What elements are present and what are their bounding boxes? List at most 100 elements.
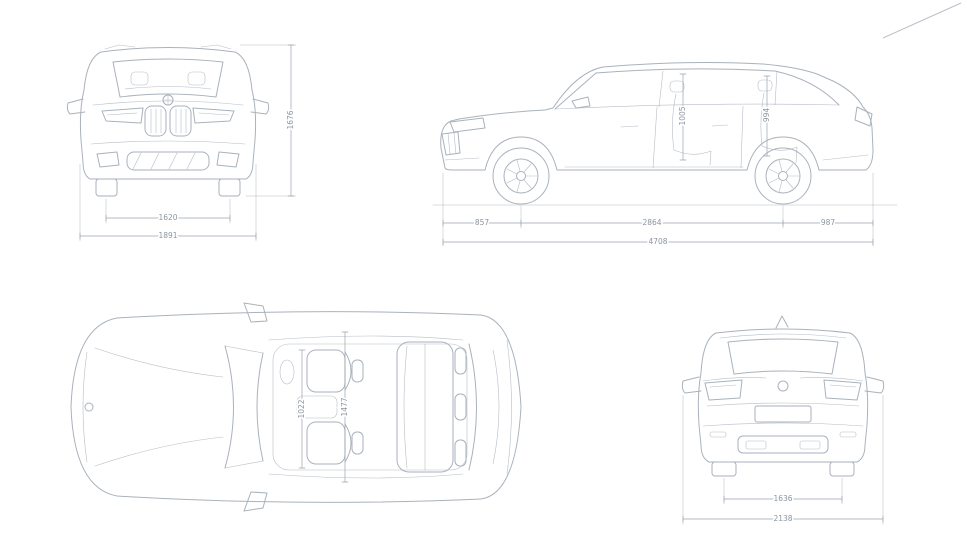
front-view: 1676 1620 1891 bbox=[66, 44, 297, 242]
roof-spoiler-line bbox=[719, 333, 847, 339]
taillight-right bbox=[823, 379, 862, 401]
roof-rail-right bbox=[200, 44, 232, 50]
dim-label-rear-track: 1636 bbox=[773, 494, 792, 503]
taillight-inner-lines bbox=[709, 384, 857, 388]
side-headlight bbox=[449, 117, 486, 133]
windshield-sides bbox=[224, 345, 264, 469]
front-dimensions: 1676 1620 1891 bbox=[79, 44, 297, 242]
tailgate-line bbox=[492, 349, 500, 465]
corner-diagonal-line bbox=[882, 2, 962, 39]
headlight-left-inner bbox=[106, 112, 138, 116]
top-body-outline bbox=[70, 311, 522, 503]
dim-label-front-overhang: 857 bbox=[475, 218, 490, 227]
roof-rail-left bbox=[104, 44, 136, 50]
antenna-fin bbox=[775, 315, 789, 329]
dim-label-track-width: 1620 bbox=[158, 213, 177, 222]
mirror-bottom bbox=[243, 491, 268, 512]
roof-edge-top bbox=[268, 335, 464, 341]
front-windshield bbox=[112, 58, 224, 98]
hood-contour-bottom bbox=[94, 436, 224, 467]
top-car-drawing bbox=[70, 302, 522, 512]
steering-wheel bbox=[279, 359, 295, 385]
side-grille-slats bbox=[447, 132, 457, 155]
roof-edge-bottom bbox=[268, 473, 464, 479]
front-wheel-right bbox=[218, 178, 241, 197]
front-intake-line bbox=[444, 157, 480, 161]
dim-label-rear-headroom: 994 bbox=[762, 108, 771, 123]
exhaust-left bbox=[745, 440, 767, 450]
fog-intake-right bbox=[216, 151, 240, 168]
front-body-outline bbox=[79, 47, 257, 180]
bmw-roundel-icon bbox=[777, 380, 789, 392]
door-handles bbox=[620, 124, 729, 128]
tail-edge bbox=[506, 339, 512, 475]
rear-window bbox=[727, 338, 839, 375]
mirror-left bbox=[66, 98, 86, 115]
dim-label-overall-length: 4708 bbox=[648, 237, 667, 246]
rear-bench bbox=[396, 341, 467, 473]
pillar-door-lines bbox=[652, 70, 778, 169]
glasshouse-top bbox=[554, 68, 840, 110]
rear-wheel-left bbox=[711, 461, 737, 477]
shoulder-lines bbox=[702, 377, 864, 382]
front-wheel bbox=[492, 147, 550, 205]
bumper-line bbox=[90, 140, 246, 145]
rear-car-drawing bbox=[681, 315, 885, 477]
rear-view: 1636 2138 bbox=[681, 315, 885, 525]
side-view: 1005 994 857 2864 987 4708 bbox=[432, 62, 898, 248]
roof-opening bbox=[272, 343, 468, 471]
dim-label-front-interior-width: 1022 bbox=[297, 399, 306, 418]
taillight bbox=[854, 106, 873, 127]
taillight-left bbox=[704, 379, 743, 401]
headlight-left bbox=[101, 107, 144, 124]
rear-dimensions: 1636 2138 bbox=[682, 394, 884, 525]
windshield-top bbox=[256, 352, 264, 462]
rear-wheel-right bbox=[829, 461, 855, 477]
license-plate-recess bbox=[754, 405, 812, 423]
rear-body-outline bbox=[697, 328, 869, 463]
intake-hatch bbox=[132, 152, 196, 170]
dim-label-rear-interior-width: 1477 bbox=[340, 397, 349, 416]
diffuser bbox=[737, 435, 829, 454]
front-car-drawing bbox=[66, 44, 270, 197]
mirror-right bbox=[864, 376, 885, 394]
headrest-right bbox=[187, 71, 206, 86]
side-mirror bbox=[571, 96, 591, 109]
fog-intake-left bbox=[96, 151, 120, 168]
dashboard-line bbox=[124, 86, 212, 90]
interior-seats bbox=[669, 79, 798, 166]
side-grille bbox=[441, 131, 461, 156]
top-view: 1022 1477 bbox=[70, 302, 522, 512]
dim-label-wheelbase: 2864 bbox=[642, 218, 661, 227]
front-bumper-seam bbox=[82, 351, 88, 463]
front-wheel-left bbox=[95, 178, 118, 197]
rear-bumper-line bbox=[822, 154, 869, 161]
dim-label-overall-height: 1676 bbox=[286, 110, 295, 129]
rear-wheel bbox=[754, 147, 812, 205]
front-seats bbox=[296, 349, 364, 465]
rear-window-line bbox=[468, 343, 477, 471]
side-dimensions: 1005 994 857 2864 987 4708 bbox=[442, 73, 874, 248]
side-body-outline bbox=[440, 62, 874, 171]
dim-label-width-incl-mirrors: 2138 bbox=[773, 514, 792, 523]
mirror-top bbox=[243, 302, 268, 323]
windshield-base bbox=[224, 345, 234, 469]
beltline bbox=[554, 103, 840, 110]
tailgate-seam bbox=[706, 402, 860, 407]
mirror-right bbox=[250, 98, 270, 115]
headlight-right-inner bbox=[198, 112, 230, 116]
mirror-left bbox=[681, 376, 702, 394]
exhaust-right bbox=[799, 440, 821, 450]
reflector-right bbox=[839, 431, 857, 438]
bumper-top-line bbox=[702, 422, 864, 427]
dim-label-overall-width: 1891 bbox=[158, 231, 177, 240]
side-car-drawing bbox=[432, 62, 898, 206]
top-dimensions: 1022 1477 bbox=[296, 331, 351, 483]
headrest-left bbox=[130, 71, 149, 86]
bmw-roundel-icon bbox=[162, 94, 174, 106]
dim-label-front-headroom: 1005 bbox=[678, 106, 687, 125]
bmw-roundel-icon bbox=[84, 402, 94, 412]
headlight-right bbox=[192, 107, 235, 124]
hood-contour-top bbox=[94, 347, 224, 378]
